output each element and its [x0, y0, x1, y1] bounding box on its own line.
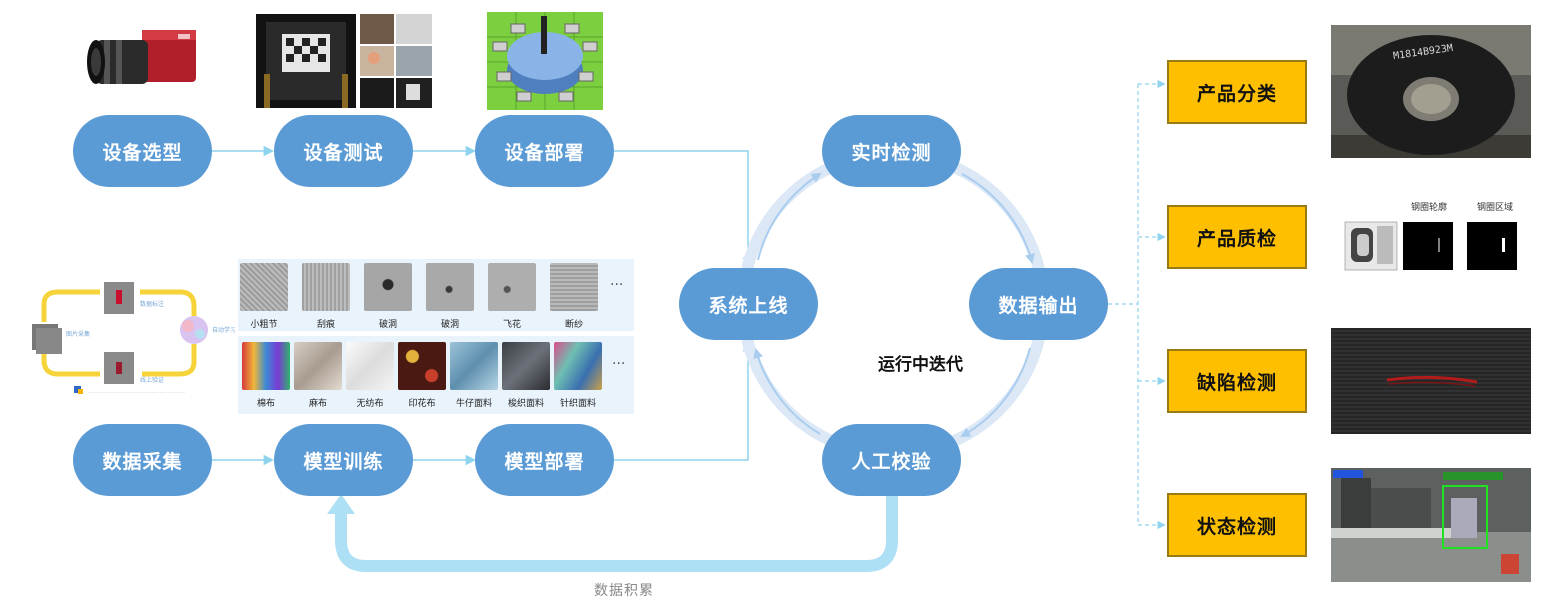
node-model-deploy[interactable]: 模型部署 — [475, 424, 614, 496]
fabric-cell-2: 麻布 — [294, 342, 344, 409]
node-device-selection[interactable]: 设备选型 — [73, 115, 212, 187]
output-status-detection[interactable]: 状态检测 — [1167, 493, 1307, 557]
industrial-camera-image — [82, 20, 200, 100]
status-detection-photo — [1331, 468, 1531, 582]
steel-coil-photo: M1814B923M — [1331, 25, 1531, 158]
defect-more-indicator: ··· — [610, 277, 624, 293]
fabric-samples-panel: 棉布 麻布 无纺布 印花布 牛仔面料 梭织面料 针织面料 ··· — [238, 336, 634, 414]
svg-text:线上验证: 线上验证 — [140, 376, 164, 384]
quality-title-region: 钢圈区域 — [1477, 203, 1514, 213]
defect-label-6: 断纱 — [564, 320, 583, 330]
cycle-arrow-2 — [961, 173, 1035, 264]
defect-detection-photo — [1331, 328, 1531, 434]
output-product-classification[interactable]: 产品分类 — [1167, 60, 1307, 124]
fabric-label-4: 印花布 — [408, 399, 436, 409]
device-deploy-rendering — [487, 12, 603, 110]
cycle-arrow-3 — [960, 347, 1031, 437]
device-test-images — [256, 14, 432, 108]
fabric-cell-3: 无纺布 — [346, 342, 396, 409]
output-defect-detection[interactable]: 缺陷检测 — [1167, 349, 1307, 413]
output-quality-inspection[interactable]: 产品质检 — [1167, 205, 1307, 269]
arrow-device-deploy-to-online — [614, 150, 754, 269]
node-realtime-detection[interactable]: 实时检测 — [822, 115, 961, 187]
defect-label-3: 破洞 — [378, 320, 397, 330]
defect-label-5: 飞花 — [502, 320, 521, 330]
fabric-cell-4: 印花布 — [398, 342, 448, 409]
svg-text:数据标注: 数据标注 — [140, 300, 164, 308]
cycle-arrow-1 — [757, 172, 822, 261]
fabric-label-1: 棉布 — [256, 399, 275, 409]
fabric-cell-6: 梭织面料 — [502, 342, 552, 409]
quality-inspection-plots: 钢圈轮廓 钢圈区域 — [1331, 196, 1531, 274]
defect-cell-2: 刮痕 — [302, 263, 352, 330]
defect-cell-3: 破洞 — [364, 263, 414, 330]
svg-text:图片采集: 图片采集 — [66, 330, 90, 338]
fabric-label-6: 梭织面料 — [507, 399, 544, 409]
cycle-arrow-4 — [753, 348, 821, 435]
svg-text:······························: ········································… — [88, 390, 185, 396]
node-device-test[interactable]: 设备测试 — [274, 115, 413, 187]
fabric-cell-1: 棉布 — [242, 342, 292, 409]
defect-label-2: 刮痕 — [316, 320, 335, 330]
defect-cell-5: 飞花 — [488, 263, 538, 330]
node-data-collection[interactable]: 数据采集 — [73, 424, 212, 496]
svg-text:自动学习: 自动学习 — [212, 326, 235, 334]
node-model-training[interactable]: 模型训练 — [274, 424, 413, 496]
fabric-label-3: 无纺布 — [356, 399, 384, 409]
cycle-center-label: 运行中迭代 — [878, 355, 963, 375]
fabric-cell-7: 针织面料 — [554, 342, 604, 409]
defect-samples-panel: 小粗节 刮痕 破洞 破洞 飞花 断纱 ··· — [238, 259, 634, 331]
fabric-cell-5: 牛仔面料 — [450, 342, 500, 409]
data-annotation-loop-diagram: 数据标注 自动学习 图片采集 线上验证 ····················… — [30, 280, 235, 402]
defect-label-4: 破洞 — [440, 320, 459, 330]
feedback-loop-arrow — [335, 495, 898, 572]
node-system-online[interactable]: 系统上线 — [679, 268, 818, 340]
quality-title-contour: 钢圈轮廓 — [1411, 203, 1448, 213]
node-data-output[interactable]: 数据输出 — [969, 268, 1108, 340]
feedback-label: 数据积累 — [594, 583, 654, 599]
defect-cell-6: 断纱 — [550, 263, 600, 330]
feedback-arrow-head — [327, 494, 355, 514]
node-manual-check[interactable]: 人工校验 — [822, 424, 961, 496]
fabric-label-5: 牛仔面料 — [455, 399, 492, 409]
defect-cell-4: 破洞 — [426, 263, 476, 330]
defect-cell-1: 小粗节 — [240, 263, 290, 330]
fabric-more-indicator: ··· — [612, 356, 626, 372]
defect-label-1: 小粗节 — [250, 320, 278, 330]
fabric-label-7: 针织面料 — [559, 399, 596, 409]
node-device-deploy[interactable]: 设备部署 — [475, 115, 614, 187]
arrow-model-deploy-to-online — [614, 340, 754, 461]
fabric-label-2: 麻布 — [308, 399, 327, 409]
